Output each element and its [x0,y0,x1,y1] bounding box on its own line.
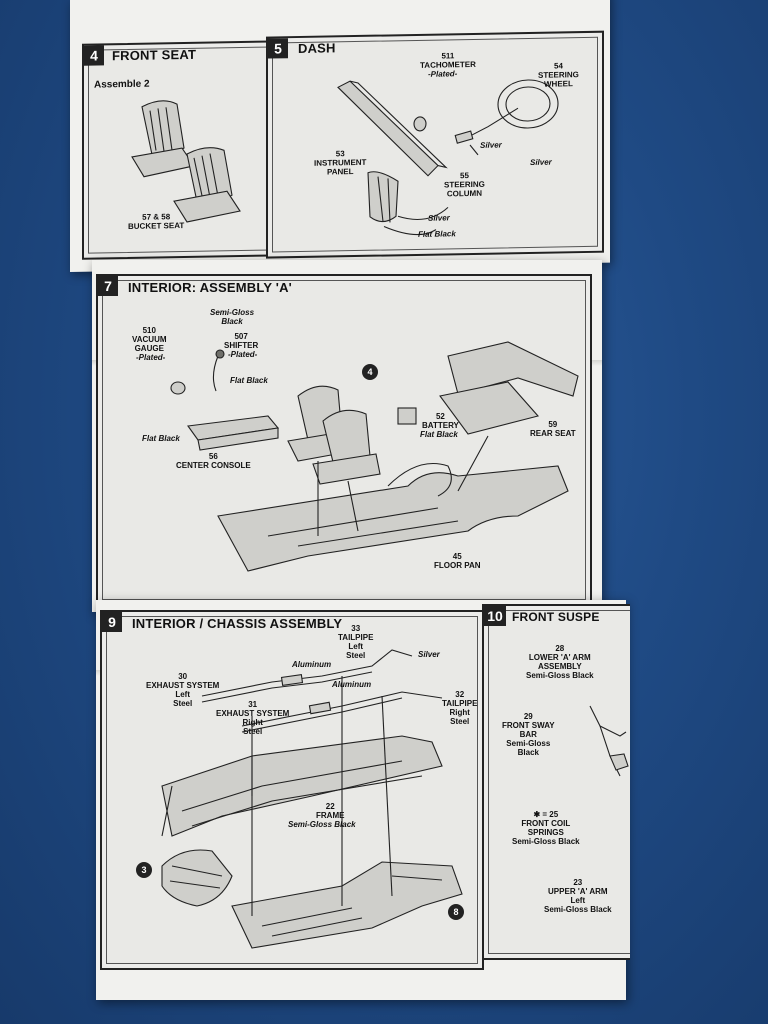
step-10-frame [488,610,630,954]
vacuum-gauge-label: 510 VACUUM GAUGE [132,326,167,353]
chassis-illustration [161,649,463,949]
shifter-label: 507 SHIFTER [224,332,259,350]
steering-column-label: 55 STEERING COLUMN [444,171,485,199]
steering-column-finish: Silver [480,140,502,150]
battery-label: 52 BATTERY [422,412,459,430]
lower-a-arm-label: 28 LOWER 'A' ARM ASSEMBLY Semi-Gloss Bla… [526,644,594,680]
instruction-sheet-middle: 7 INTERIOR: ASSEMBLY 'A' [92,260,602,612]
tachometer-label: 511 TACHOMETER [420,51,476,70]
instruction-sheet-bottom: 9 INTERIOR / CHASSIS ASSEMBLY 3 [96,600,630,1000]
step-4-panel: 4 FRONT SEAT Assemble 2 57 & 58 BUCKET S… [82,40,280,260]
step-4-subtitle: Assemble 2 [94,78,150,91]
console-finish: Flat Black [142,434,180,443]
left-tailpipe-label: 33 TAILPIPE Left Steel [338,624,374,660]
step-9-number: 9 [102,612,122,632]
floor-pan-label: 45 FLOOR PAN [434,552,481,570]
left-exhaust-label: 30 EXHAUST SYSTEM Left Steel [146,672,220,708]
step-4-callout: 4 [362,364,378,380]
step-10-title: FRONT SUSPE [512,610,600,624]
front-sway-bar-label: 29 FRONT SWAY BAR Semi-Gloss Black [502,712,555,757]
step-7-panel: 7 INTERIOR: ASSEMBLY 'A' [96,274,592,606]
dash-illustration [337,79,559,236]
suspension-illustration [589,705,629,777]
center-console-label: 56 CENTER CONSOLE [176,452,251,470]
step-9-panel: 9 INTERIOR / CHASSIS ASSEMBLY 3 [100,610,484,970]
battery-finish: Flat Black [420,430,458,439]
step-4-number: 4 [84,45,104,66]
left-muffler-finish: Aluminum [292,660,332,669]
step-3-callout: 3 [136,862,152,878]
step-8-callout: 8 [448,904,464,920]
steering-wheel-finish: Silver [530,157,552,167]
step-5-number: 5 [268,38,288,59]
shifter-boot-finish: Flat Black [230,376,268,385]
instrument-panel-label: 53 INSTRUMENT PANEL [314,149,367,177]
rear-seat-label: 59 REAR SEAT [530,420,576,438]
upper-a-arm-label: 23 UPPER 'A' ARM Left Semi-Gloss Black [544,878,612,914]
step-10-panel: 10 FRONT SUSPE 28 LOWER 'A' ARM ASSEMBLY… [482,604,630,960]
right-tailpipe-label: 32 TAILPIPE Right Steel [442,690,478,726]
shifter-finish: -Plated- [228,350,258,359]
vacuum-gauge-finish: -Plated- [136,353,166,362]
bucket-seat-label: 57 & 58 BUCKET SEAT [128,212,185,231]
frame-finish: Semi-Gloss Black [288,820,356,829]
right-muffler-finish: Aluminum [332,680,372,689]
step-9-title: INTERIOR / CHASSIS ASSEMBLY [132,616,343,631]
bucket-seat-illustration [131,100,241,223]
instruction-sheet-top: 4 FRONT SEAT Assemble 2 57 & 58 BUCKET S… [70,0,610,272]
step-5-title: DASH [298,40,336,57]
front-coil-springs-label: ✱ = 25 FRONT COIL SPRINGS Semi-Gloss Bla… [512,810,580,846]
tailpipe-tip-finish: Silver [418,650,440,659]
step-10-number: 10 [484,606,506,626]
step-5-panel: 5 DASH 511 TACHOMETER -Plated- 54 STEERI… [266,30,604,259]
step-4-title: FRONT SEAT [112,46,197,64]
interior-illustration [170,341,579,572]
steering-wheel-label: 54 STEERING WHEEL [538,61,579,89]
shifter-knob-finish: Semi-Gloss Black [210,308,255,326]
frame-label: 22 FRAME [316,802,345,820]
panel-finish-flat-black: Flat Black [418,229,456,239]
panel-finish-silver: Silver [428,213,450,223]
tachometer-finish: -Plated- [428,69,458,79]
step-7-title: INTERIOR: ASSEMBLY 'A' [128,280,292,295]
right-exhaust-label: 31 EXHAUST SYSTEM Right Steel [216,700,290,736]
step-7-number: 7 [98,276,118,296]
